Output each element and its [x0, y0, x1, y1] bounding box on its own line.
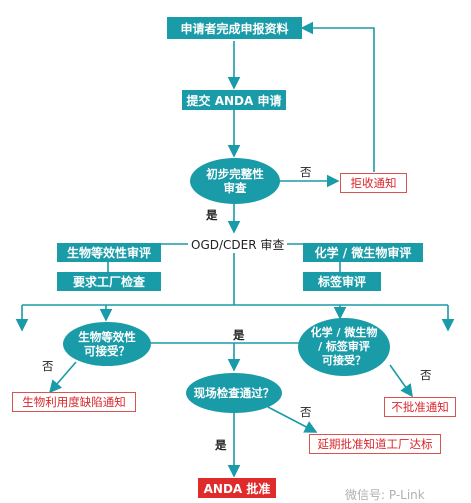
- arrow-to-not-approved: [389, 364, 413, 398]
- bio-defect-notice-label: 生物利用度缺陷通知: [22, 395, 126, 409]
- bioequiv-review-label: 生物等效性审评: [66, 246, 151, 260]
- refuse-notice-box: 拒收通知: [340, 173, 407, 193]
- yes-label-accept: 是: [233, 328, 245, 342]
- site-inspection-ellipse: 现场检查通过？: [186, 373, 282, 413]
- delay-approval-notice-box: 延期批准知道工厂达标: [309, 434, 441, 454]
- no-label-chem: 否: [420, 368, 432, 382]
- bio-defect-notice-box: 生物利用度缺陷通知: [12, 392, 136, 412]
- loop-back-arrow: [300, 21, 375, 172]
- applicant-complete-box: 申请者完成申报资料: [167, 17, 302, 39]
- initial-review-label: 初步完整性 审查: [206, 166, 264, 195]
- yes-label-site: 是: [215, 438, 227, 452]
- factory-inspection-req-label: 要求工厂检查: [72, 275, 145, 289]
- arrow-to-delay: [267, 406, 318, 433]
- not-approved-notice-label: 不批准通知: [391, 400, 449, 414]
- initial-review-ellipse: 初步完整性 审查: [190, 158, 280, 204]
- refuse-notice-label: 拒收通知: [350, 176, 397, 190]
- label-review-label: 标签审评: [317, 275, 366, 289]
- bioequiv-review-box: 生物等效性审评: [57, 243, 161, 262]
- chem-label-accept-ellipse: 化学 / 微生物 / 标签审评 可接受？: [298, 318, 390, 376]
- arrow-to-bio-defect: [48, 361, 77, 394]
- chem-label-accept-label: 化学 / 微生物 / 标签审评 可接受？: [310, 326, 378, 367]
- anda-approved-label: ANDA 批准: [203, 481, 271, 496]
- submit-anda-box: 提交 ANDA 申请: [182, 90, 286, 110]
- no-label-bioequiv: 否: [42, 359, 54, 373]
- no-label-site: 否: [300, 405, 312, 419]
- anda-approved-box: ANDA 批准: [198, 478, 276, 498]
- watermark-text: 微信号: P-Link: [345, 488, 425, 502]
- submit-anda-label: 提交 ANDA 申请: [186, 93, 282, 108]
- chem-micro-review-label: 化学 / 微生物审评: [314, 246, 412, 260]
- delay-approval-notice-label: 延期批准知道工厂达标: [317, 437, 433, 451]
- bioequiv-accept-ellipse: 生物等效性 可接受？: [63, 322, 151, 366]
- bioequiv-accept-label: 生物等效性 可接受？: [78, 329, 136, 358]
- yes-label-initial: 是: [206, 208, 218, 222]
- applicant-complete-label: 申请者完成申报资料: [180, 21, 289, 36]
- site-inspection-label: 现场检查通过？: [193, 385, 275, 400]
- factory-inspection-req-box: 要求工厂检查: [57, 272, 161, 291]
- chem-micro-review-box: 化学 / 微生物审评: [303, 243, 423, 262]
- no-label-initial: 否: [300, 165, 312, 179]
- label-review-box: 标签审评: [303, 272, 381, 291]
- ogd-cder-label: OGD/CDER 审查: [188, 236, 288, 253]
- not-approved-notice-box: 不批准通知: [384, 397, 456, 417]
